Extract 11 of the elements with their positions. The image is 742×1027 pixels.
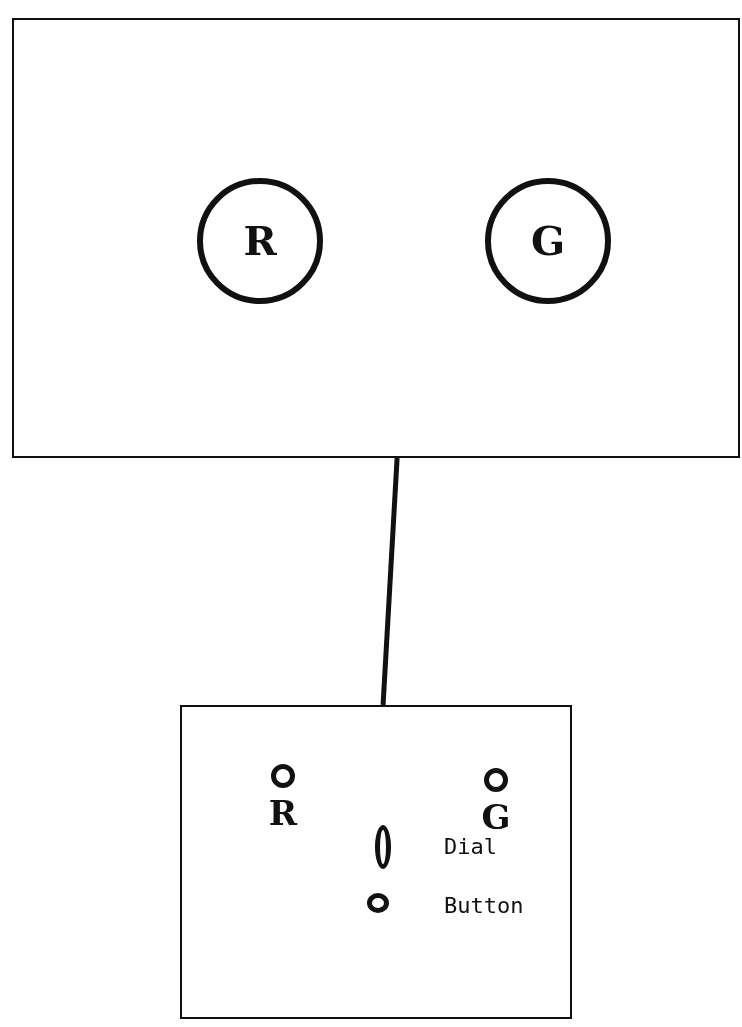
lamp-circle — [485, 178, 611, 304]
display-panel — [12, 18, 740, 458]
control-box — [180, 705, 572, 1019]
lamp-letter: G — [529, 221, 567, 261]
connecting-cable — [380, 457, 400, 706]
control-label: Button — [444, 893, 524, 918]
control-label: R — [268, 793, 298, 833]
lamp-circle — [197, 178, 323, 304]
lamp-letter: R — [242, 221, 278, 261]
control-label: G — [481, 797, 511, 837]
control-label: Dial — [444, 834, 497, 859]
